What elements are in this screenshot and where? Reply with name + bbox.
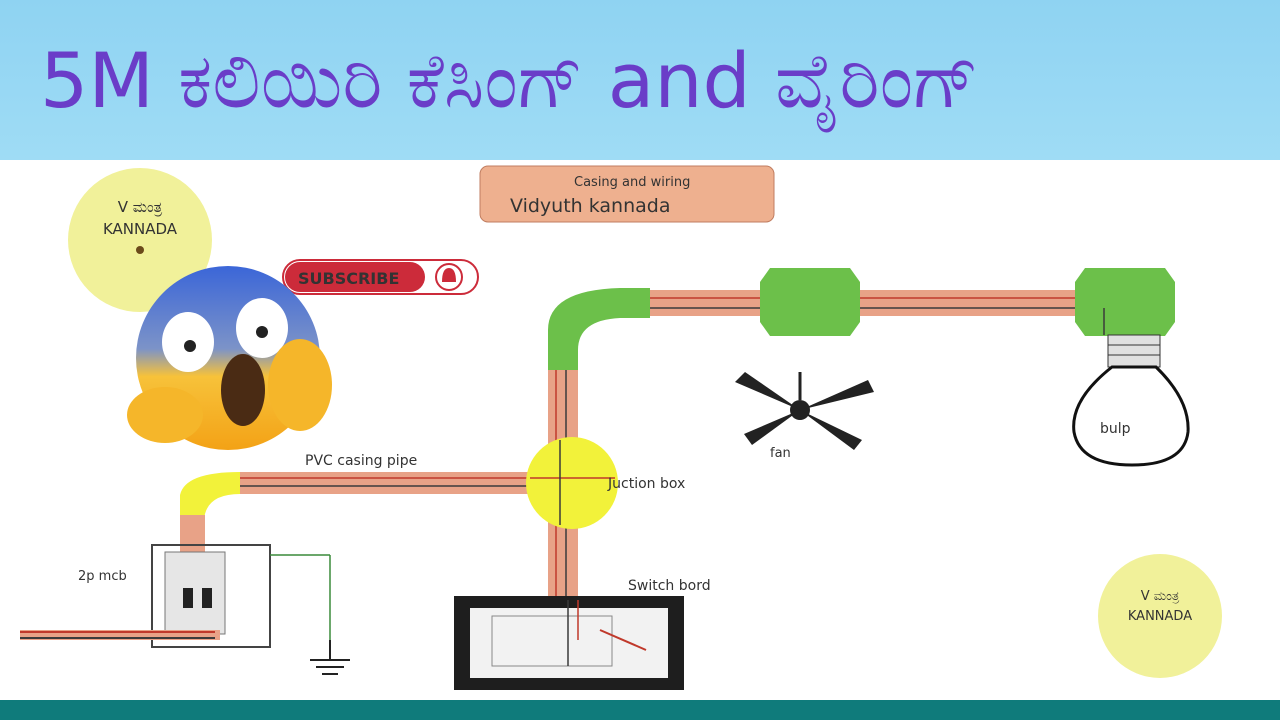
header-line1: Casing and wiring [574, 175, 690, 190]
subscribe-button[interactable]: SUBSCRIBE [282, 259, 479, 295]
channel-logo: V ಮಂತ್ರ KANNADA [68, 168, 212, 312]
fan-icon: fan [735, 372, 874, 461]
wiring-diagram: V ಮಂತ್ರ KANNADA Casing and wiring Vidyut… [20, 165, 1222, 690]
channel-logo-small: V ಮಂತ್ರ KANNADA [1098, 554, 1222, 678]
bottom-accent-bar [0, 700, 1280, 720]
pvc-casing-pipes [180, 268, 1175, 600]
logo-small-line2: KANNADA [1128, 609, 1192, 624]
bell-icon [442, 268, 456, 282]
switch-board-label: Switch bord [628, 578, 711, 594]
bulb-label: bulp [1100, 421, 1131, 437]
video-title: 5M ಕಲಿಯಿರಿ ಕೆಸಿಂಗ್ and ವೈರಿಂಗ್ [40, 36, 980, 125]
fan-label: fan [770, 446, 791, 461]
junction-box-label: Juction box [607, 476, 685, 492]
mcb-breaker: 2p mcb [20, 544, 331, 650]
bulb-icon: bulp [1072, 334, 1190, 467]
shocked-face-icon [127, 266, 332, 450]
pvc-pipe-label: PVC casing pipe [305, 453, 417, 469]
earth-ground-icon [310, 640, 350, 675]
logo-line1: V ಮಂತ್ರ [118, 198, 163, 216]
switch-board: Switch bord [454, 578, 711, 690]
casing-header-box: Casing and wiring Vidyuth kannada [479, 165, 775, 223]
subscribe-label: SUBSCRIBE [298, 269, 399, 288]
title-banner: 5M ಕಲಿಯಿರಿ ಕೆಸಿಂಗ್ and ವೈರಿಂಗ್ [0, 0, 1280, 160]
logo-small-line1: V ಮಂತ್ರ [1141, 589, 1180, 604]
logo-line2: KANNADA [103, 220, 178, 238]
header-line2: Vidyuth kannada [510, 195, 670, 217]
mcb-label: 2p mcb [78, 569, 127, 584]
